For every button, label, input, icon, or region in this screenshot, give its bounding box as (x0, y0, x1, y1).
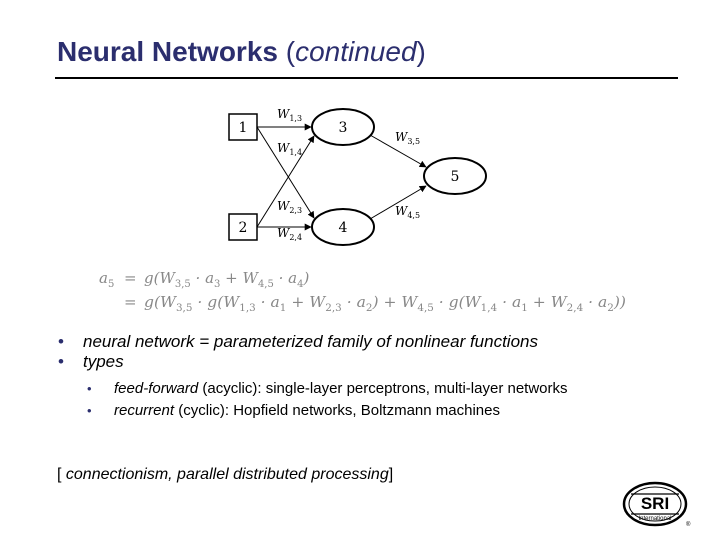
equation-term: g(W (144, 293, 178, 311)
equation-subscript: 1 (280, 303, 287, 314)
footer-note: [ connectionism, parallel distributed pr… (57, 466, 394, 483)
bullet-item-2: • types (58, 352, 698, 372)
equation-eq-2: = (124, 293, 137, 311)
slide-title: Neural Networks (continued) (57, 36, 426, 68)
sri-logo-subtext: International (638, 516, 671, 522)
sub-bullet-2-term: recurrent (114, 402, 175, 419)
weight-label-w24: W2,4 (277, 226, 302, 242)
weight-label-w35: W3,5 (395, 130, 420, 146)
sri-logo-text: SRI (641, 494, 669, 513)
equation-subscript: 3,5 (176, 303, 192, 314)
equation-subscript: 1 (521, 303, 528, 314)
bullet-2-text: types (83, 352, 124, 371)
equation-subscript: 2 (366, 303, 373, 314)
equation-line-1: g(W3,5 · a3 + W4,5 · a4) (144, 269, 309, 290)
equation-term: · a (583, 293, 607, 311)
equation-term: · a (274, 269, 297, 287)
edge-1-4 (256, 126, 315, 219)
equation-subscript: 2,4 (567, 303, 583, 314)
equation-subscript: 1,4 (481, 303, 497, 314)
title-continued: (continued) (285, 36, 426, 67)
weight-label-w13: W1,3 (277, 107, 302, 123)
sub-bullet-marker: • (87, 403, 92, 418)
equation-subscript: 4,5 (258, 279, 274, 290)
equation-subscript: 4,5 (417, 303, 433, 314)
equation-subscript: 3,5 (175, 279, 191, 290)
sri-logo-mark: ® (686, 521, 691, 528)
node-3-circle (311, 108, 375, 146)
edge-3-5 (369, 134, 427, 168)
equation-term: g(W (144, 269, 176, 287)
equation-subscript: 1,3 (239, 303, 255, 314)
equation-term: + W (528, 293, 569, 311)
bullet-marker: • (58, 332, 64, 351)
weight-label-w14: W1,4 (277, 141, 302, 157)
network-diagram: 1 2 3 4 5 W1,3 W1,4 W2,3 W2,4 W3,5 W4,5 (228, 107, 487, 246)
sub-bullet-1-term: feed-forward (114, 380, 199, 397)
title-continued-italic: continued (295, 36, 417, 67)
node-4-label: 4 (339, 220, 348, 236)
node-1-label: 1 (239, 120, 248, 136)
edge-4-5 (369, 185, 427, 220)
equation-eq-1: = (124, 269, 137, 287)
equation-term: ) + W (371, 293, 419, 311)
equation-lhs: a5 (99, 269, 114, 290)
node-5-circle (423, 157, 487, 195)
node-5-label: 5 (451, 169, 460, 185)
footer-italic: connectionism, parallel distributed proc… (65, 466, 389, 483)
equation-subscript: 4 (297, 279, 303, 290)
activation-equation: a5 = g(W3,5 · a3 + W4,5 · a4) = g(W3,5 ·… (99, 269, 626, 314)
weight-label-w23: W2,3 (277, 199, 302, 215)
node-1-box (228, 113, 258, 141)
node-2-box (228, 213, 258, 241)
sri-logo: SRI International ® (622, 481, 691, 528)
equation-subscript: 2,3 (325, 303, 341, 314)
title-main: Neural Networks (57, 36, 278, 67)
equation-term: · g(W (434, 293, 482, 311)
sub-bullet-1-text: (acyclic): single-layer perceptrons, mul… (198, 380, 568, 397)
equation-term: + W (286, 293, 327, 311)
sub-bullet-1: • feed-forward (acyclic): single-layer pe… (58, 378, 698, 400)
equation-term: · a (256, 293, 280, 311)
node-2-label: 2 (239, 220, 248, 236)
bullet-1-text: neural network = parameterized family of… (83, 332, 538, 351)
equation-term: )) (613, 293, 626, 311)
equation-subscript: 2 (607, 303, 614, 314)
equation-subscript: 3 (214, 279, 220, 290)
equation-term: + W (220, 269, 259, 287)
title-divider (55, 77, 678, 79)
node-3-label: 3 (339, 120, 348, 136)
equation-term: · g(W (192, 293, 240, 311)
equation-term: · a (191, 269, 214, 287)
sub-bullet-2: • recurrent (cyclic): Hopfield networks, … (58, 400, 698, 422)
bullet-marker: • (58, 352, 64, 371)
equation-term: ) (302, 269, 309, 287)
edge-2-3 (256, 135, 315, 228)
weight-label-w45: W4,5 (395, 204, 420, 220)
sub-bullet-2-text: (cyclic): Hopfield networks, Boltzmann m… (174, 402, 500, 419)
bullet-item-1: • neural network = parameterized family o… (58, 332, 698, 352)
node-4-circle (311, 208, 375, 246)
equation-term: · a (497, 293, 521, 311)
sub-bullet-marker: • (87, 381, 92, 396)
equation-term: · a (342, 293, 366, 311)
bullet-list: • neural network = parameterized family o… (58, 332, 698, 422)
